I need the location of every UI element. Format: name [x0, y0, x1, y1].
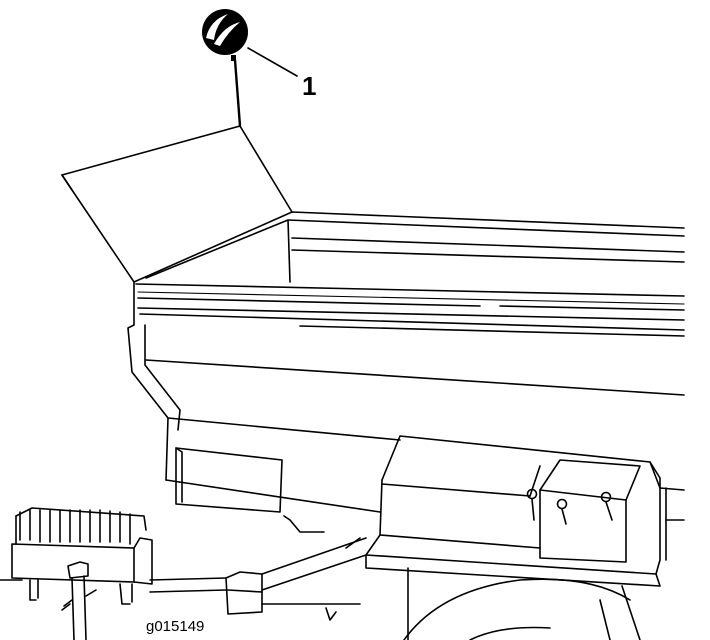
callout-leader-line — [247, 47, 298, 77]
figure-id-label: g015149 — [146, 618, 204, 635]
hopper-box — [133, 211, 685, 513]
front-plate — [175, 447, 283, 513]
switch-panel — [539, 459, 641, 563]
hitch-tongue — [149, 515, 367, 621]
jack-assembly — [0, 507, 153, 640]
hopper-hood — [61, 125, 293, 481]
wheel — [403, 578, 641, 640]
frame-platform — [365, 461, 685, 640]
control-box — [379, 435, 661, 549]
beacon-light — [202, 9, 248, 128]
callout-number-1: 1 — [302, 71, 316, 101]
